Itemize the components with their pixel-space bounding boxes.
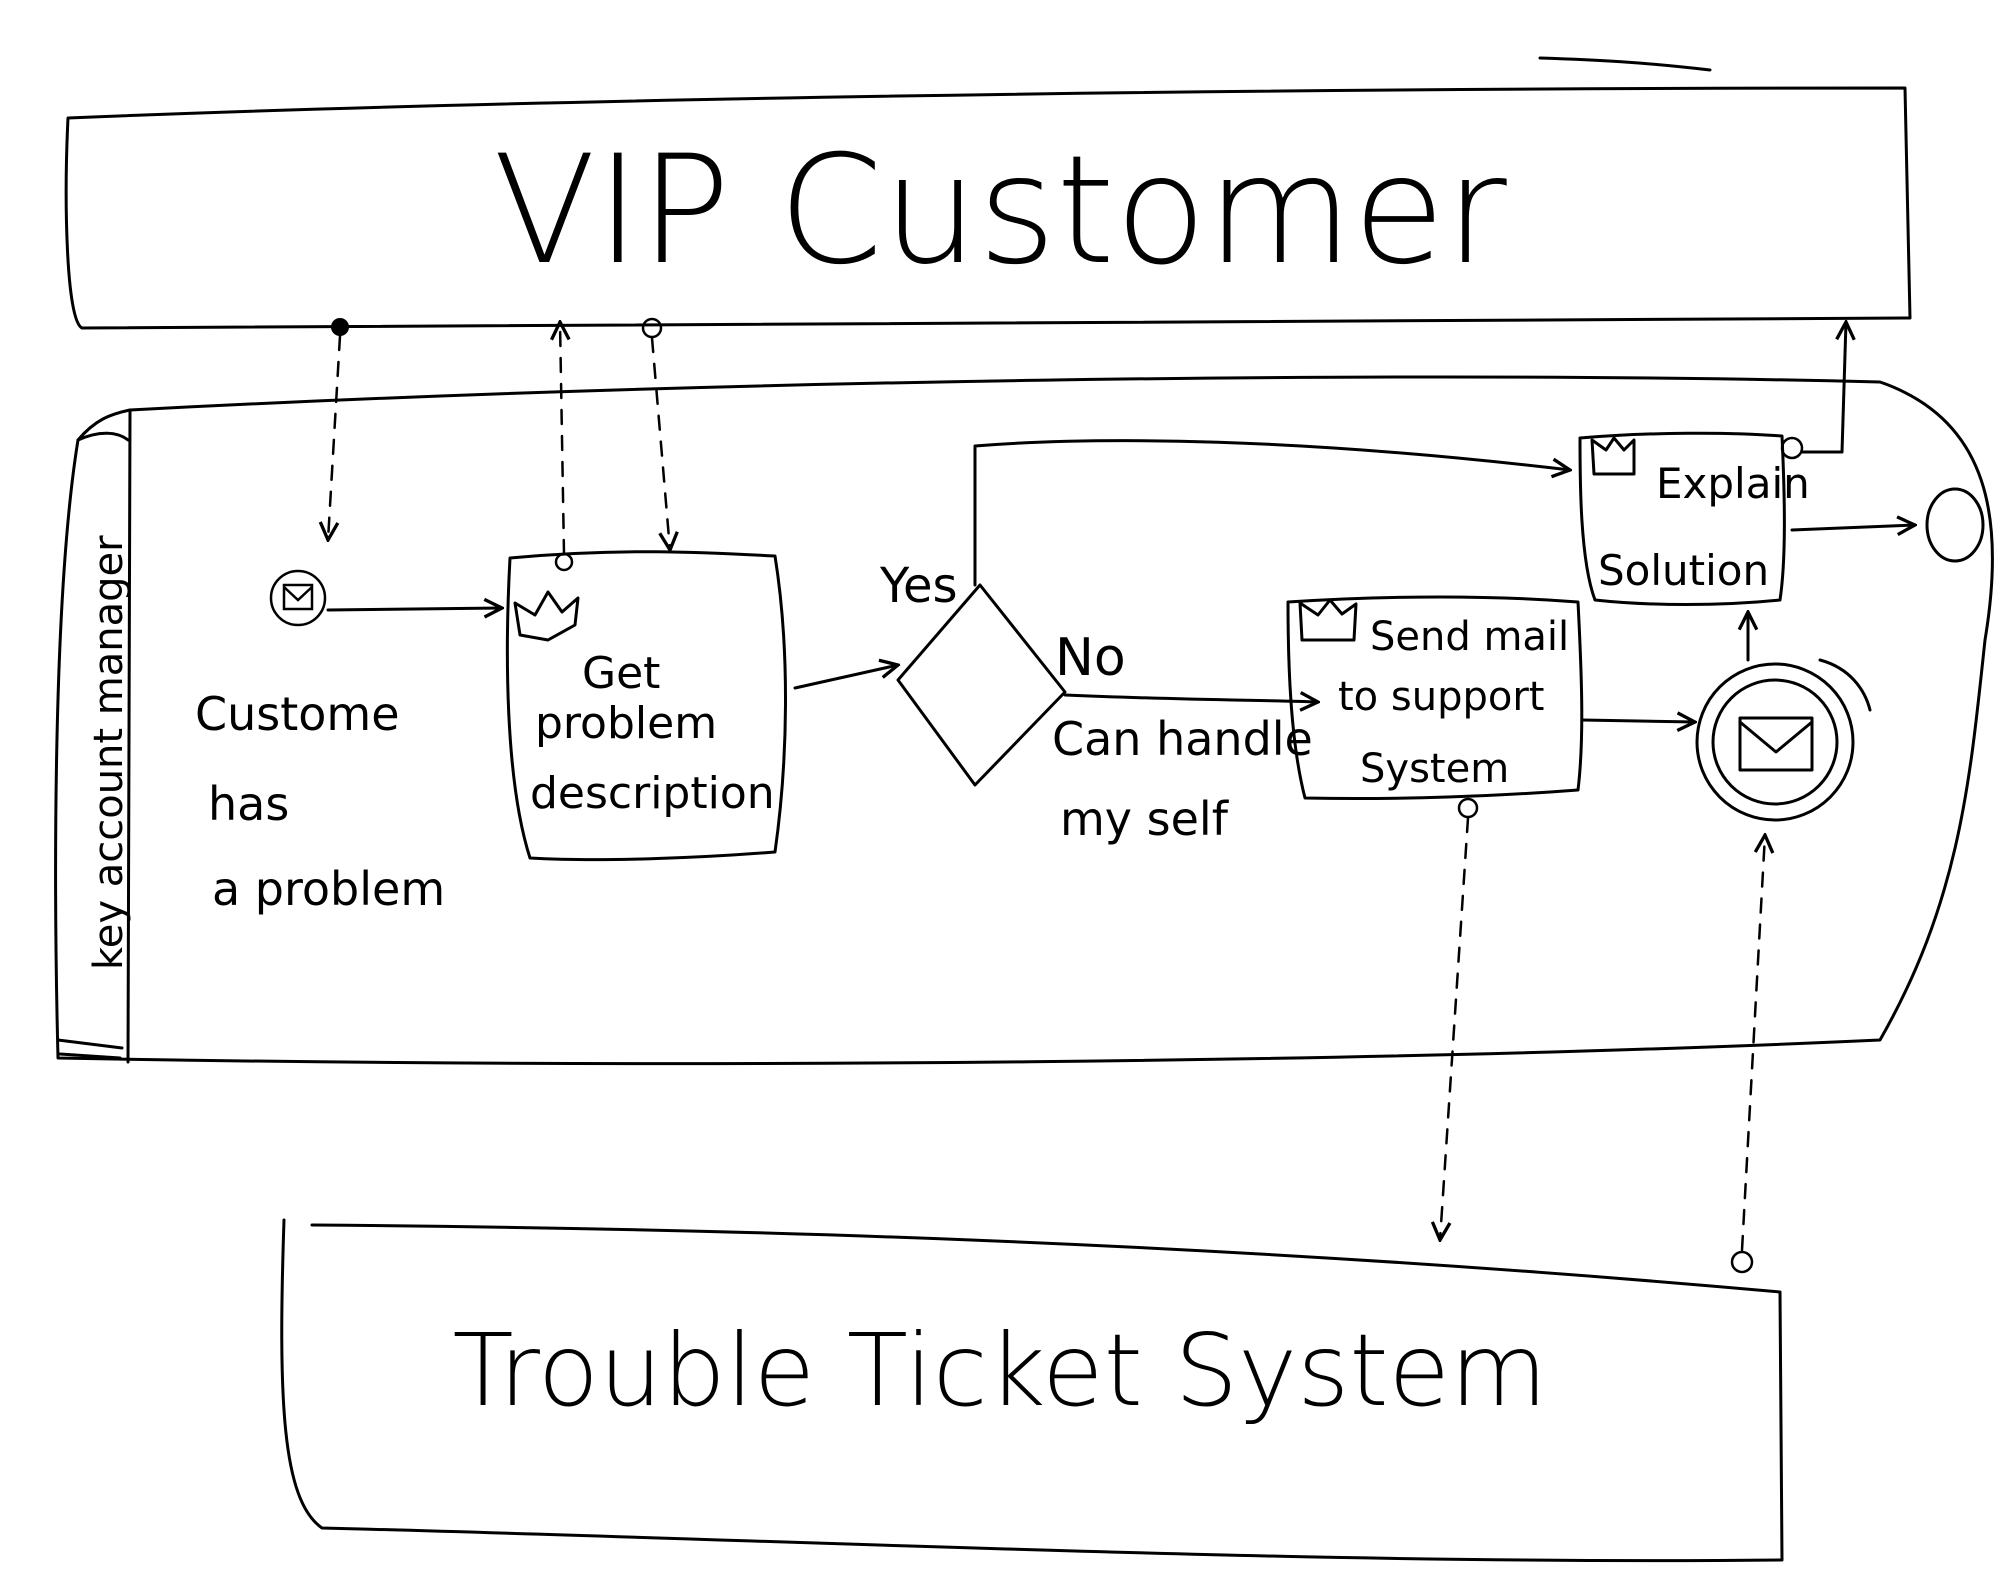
- intermediate-message-catch-event[interactable]: [1695, 658, 1872, 822]
- sequence-flow-no: [1063, 695, 1318, 702]
- vip-customer-title: VIP Customer: [493, 124, 1507, 298]
- svg-text:a problem: a problem: [212, 862, 445, 916]
- task-send-mail-to-support-system[interactable]: Send mail to support System: [1286, 595, 1584, 801]
- vip-customer-pool: VIP Customer: [64, 56, 1912, 330]
- task-get-problem-description[interactable]: Get problem description: [505, 550, 787, 862]
- sequence-flow-task3-to-end: [1790, 525, 1915, 530]
- sequence-flow-task1-to-gateway: [793, 665, 898, 690]
- svg-text:Solution: Solution: [1598, 546, 1769, 595]
- gateway-yes-label: Yes: [879, 558, 957, 614]
- start-event-message[interactable]: [269, 569, 327, 627]
- envelope-icon: [1738, 716, 1814, 772]
- svg-text:Can handle: Can handle: [1052, 712, 1313, 766]
- start-event-label: Custome has a problem: [195, 687, 445, 916]
- sequence-flow-start-to-task1: [326, 608, 502, 610]
- svg-text:Get: Get: [582, 648, 660, 699]
- trouble-ticket-system-pool: Trouble Ticket System: [280, 1218, 1784, 1563]
- user-task-icon: [1298, 598, 1358, 642]
- svg-text:to support: to support: [1338, 674, 1544, 720]
- message-flow-customer-to-task1: [641, 317, 670, 550]
- svg-text:description: description: [530, 768, 775, 819]
- gateway-no-label: No: [1055, 628, 1126, 688]
- message-flow-task1-to-customer: [556, 322, 574, 572]
- svg-text:Custome: Custome: [195, 687, 400, 741]
- svg-text:my self: my self: [1060, 792, 1230, 846]
- gateway-no-condition: Can handle my self: [1052, 712, 1313, 846]
- svg-text:Send mail: Send mail: [1370, 614, 1569, 660]
- svg-text:has: has: [208, 777, 289, 831]
- user-task-icon: [1590, 436, 1636, 476]
- svg-text:problem: problem: [535, 698, 717, 749]
- trouble-ticket-system-title: Trouble Ticket System: [453, 1312, 1548, 1429]
- envelope-icon: [282, 583, 314, 611]
- sequence-flow-task2-to-catch-event: [1580, 720, 1695, 722]
- task-explain-solution[interactable]: Explain Solution: [1578, 431, 1810, 606]
- sequence-flow-yes: [973, 439, 1570, 587]
- lane-label-key-account-manager: key account manager: [86, 535, 132, 970]
- exclusive-gateway[interactable]: [896, 583, 1067, 787]
- message-flow-customer-to-start: [328, 318, 349, 540]
- end-event[interactable]: [1925, 487, 1985, 563]
- message-flow-task3-to-customer: [1780, 322, 1846, 460]
- user-task-icon: [513, 590, 580, 642]
- svg-text:System: System: [1360, 746, 1509, 792]
- key-account-manager-pool: key account manager: [54, 375, 1994, 1066]
- message-flow-ticket-system-to-catch-event: [1730, 835, 1765, 1274]
- message-flow-task2-to-ticket-system: [1440, 797, 1479, 1240]
- svg-text:Explain: Explain: [1656, 459, 1810, 508]
